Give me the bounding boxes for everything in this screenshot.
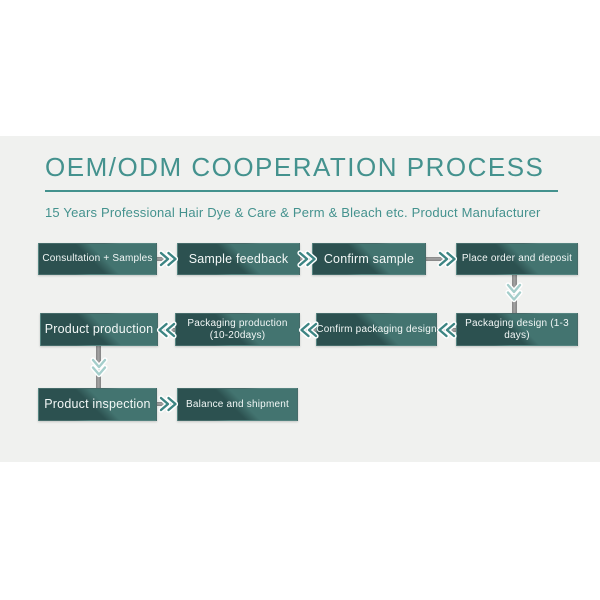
step-label: Balance and shipment bbox=[186, 398, 289, 410]
double-chevron-left-icon bbox=[156, 321, 177, 339]
step-place-order-deposit: Place order and deposit bbox=[456, 243, 578, 275]
step-label: Product inspection bbox=[44, 397, 151, 411]
double-chevron-down-icon bbox=[505, 282, 523, 303]
double-chevron-right-icon bbox=[297, 250, 318, 268]
step-label: Confirm packaging design bbox=[316, 323, 437, 335]
page-title: OEM/ODM COOPERATION PROCESS bbox=[45, 152, 545, 182]
double-chevron-down-icon bbox=[90, 357, 108, 378]
step-label: Confirm sample bbox=[323, 251, 415, 266]
double-chevron-left-icon bbox=[298, 321, 319, 339]
step-label: Place order and deposit bbox=[461, 253, 573, 264]
title-divider bbox=[45, 190, 558, 192]
page-subtitle: 15 Years Professional Hair Dye & Care & … bbox=[45, 205, 541, 220]
step-label: Consultation + Samples bbox=[42, 253, 153, 264]
step-confirm-sample: Confirm sample bbox=[312, 243, 426, 275]
connector-bar bbox=[422, 257, 460, 261]
step-confirm-packaging-design: Confirm packaging design bbox=[316, 313, 437, 346]
step-product-production: Product production bbox=[40, 313, 158, 346]
step-packaging-production: Packaging production (10-20days) bbox=[175, 313, 300, 346]
step-sample-feedback: Sample feedback bbox=[177, 243, 300, 275]
step-label: Product production bbox=[44, 322, 154, 336]
double-chevron-left-icon bbox=[436, 321, 457, 339]
step-consultation-samples: Consultation + Samples bbox=[38, 243, 157, 275]
step-label: Sample feedback bbox=[188, 251, 289, 266]
step-label: Packaging production (10-20days) bbox=[187, 317, 288, 341]
double-chevron-right-icon bbox=[158, 250, 179, 268]
double-chevron-right-icon bbox=[437, 250, 458, 268]
step-product-inspection: Product inspection bbox=[38, 388, 157, 421]
step-balance-shipment: Balance and shipment bbox=[177, 388, 298, 421]
step-label: Packaging design (1-3 days) bbox=[465, 317, 569, 341]
double-chevron-right-icon bbox=[158, 395, 179, 413]
step-packaging-design: Packaging design (1-3 days) bbox=[456, 313, 578, 346]
